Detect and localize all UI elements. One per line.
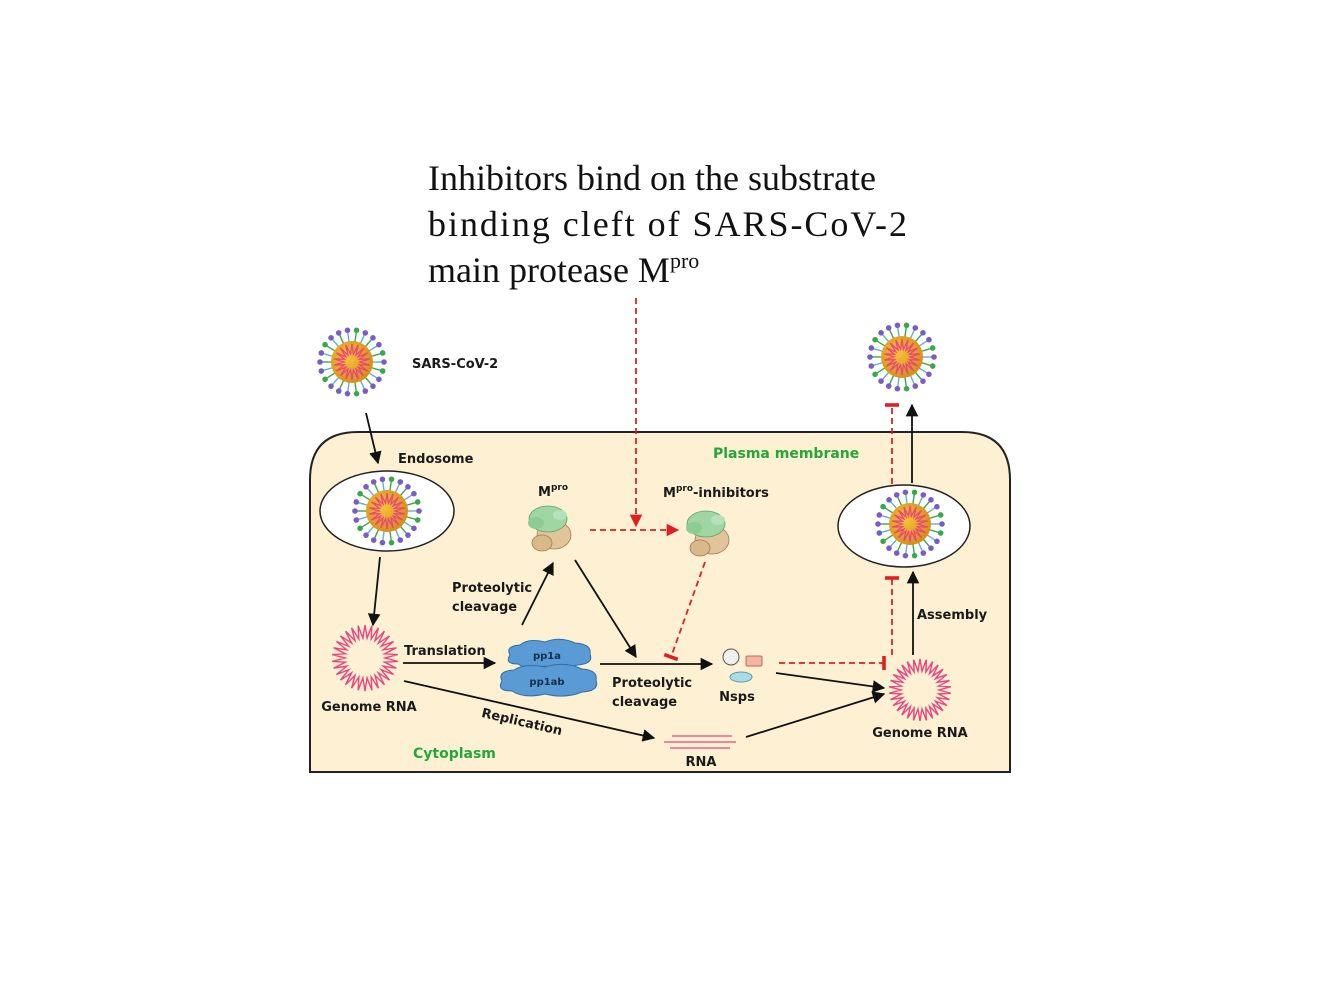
endosome-label: Endosome xyxy=(398,452,474,467)
replicated-rna-icon xyxy=(664,735,736,749)
mpro-protein-icon xyxy=(528,505,572,552)
inhibition-arrows xyxy=(590,298,900,671)
replication-arrow xyxy=(403,680,656,742)
cleavage-up-arrow xyxy=(521,561,554,626)
nsps-to-genome-arrow xyxy=(775,672,886,693)
pathway-arrows xyxy=(365,403,920,742)
headline-line-2: binding cleft of SARS-CoV-2 xyxy=(428,204,907,244)
assembly-label: Assembly xyxy=(917,608,988,623)
headline: Inhibitors bind on the substrate binding… xyxy=(428,158,907,290)
mpro-label: Mpro xyxy=(538,483,568,500)
uncoating-arrow xyxy=(367,556,381,627)
proteolytic-cleavage-label-1: Proteolytic xyxy=(452,581,532,596)
genome-rna-right-label: Genome RNA xyxy=(872,726,968,741)
cytoplasm-label: Cytoplasm xyxy=(413,746,496,762)
entry-arrow xyxy=(365,412,382,465)
cleavage-block-line xyxy=(663,561,706,662)
virus-label: SARS-CoV-2 xyxy=(412,357,498,372)
translation-label: Translation xyxy=(404,644,486,659)
nsps-icon xyxy=(722,648,763,683)
mpro-inhibitor-complex-icon xyxy=(686,510,730,557)
plasma-membrane-label: Plasma membrane xyxy=(713,446,859,462)
headline-line-1: Inhibitors bind on the substrate xyxy=(428,158,876,198)
virus-icon xyxy=(316,326,388,398)
genome-rna-left-icon xyxy=(331,624,399,692)
genome-rna-right-icon xyxy=(888,658,952,722)
rna-to-genome-arrow xyxy=(745,691,886,738)
mpro-to-cleavage-arrow xyxy=(574,559,637,659)
pp1a-label: pp1a xyxy=(533,651,561,662)
proteolytic-cleavage-label-1b: cleavage xyxy=(452,600,517,615)
nsps-label: Nsps xyxy=(719,690,755,705)
rna-label: RNA xyxy=(686,755,717,770)
pp1ab-polyprotein: pp1ab xyxy=(499,663,598,697)
proteolytic-cleavage-label-2b: cleavage xyxy=(612,695,677,710)
pp1ab-label: pp1ab xyxy=(529,677,564,688)
cell-membrane xyxy=(309,431,1011,773)
mpro-inhibitors-label: Mpro-inhibitors xyxy=(663,484,769,501)
headline-line-3: main protease Mpro xyxy=(428,248,699,290)
released-virus-icon xyxy=(866,321,938,393)
genome-rna-left-label: Genome RNA xyxy=(321,700,417,715)
proteolytic-cleavage-label-2: Proteolytic xyxy=(612,676,692,691)
